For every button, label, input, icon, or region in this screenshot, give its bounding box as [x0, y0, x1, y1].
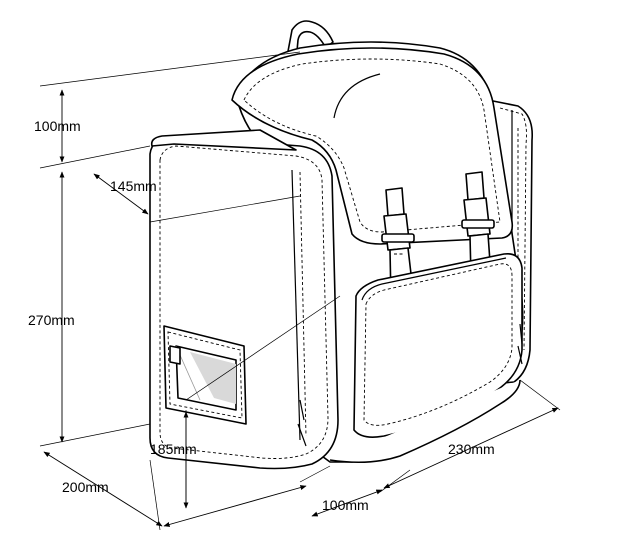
label-base-depth: 200mm — [62, 479, 109, 495]
dim-base-depth-arrow — [43, 451, 163, 527]
dimension-arrows — [43, 89, 559, 527]
front-pocket — [353, 252, 523, 438]
lid-flap — [231, 47, 514, 245]
label-pocket-height: 185mm — [150, 441, 197, 457]
dim-side-pocket-arrow — [93, 173, 149, 215]
dim-base-front-arrow — [163, 485, 307, 527]
label-width: 230mm — [448, 441, 495, 457]
label-top-height: 100mm — [34, 118, 81, 134]
label-side-pocket-depth: 145mm — [110, 178, 157, 194]
label-front-pocket-depth: 100mm — [322, 497, 369, 513]
dim-front-pocket-arrow — [311, 489, 383, 517]
dim-width-arrow — [383, 407, 559, 489]
id-card-window — [163, 325, 247, 425]
label-body-height: 270mm — [28, 312, 75, 328]
backpack-illustration — [149, 20, 534, 470]
